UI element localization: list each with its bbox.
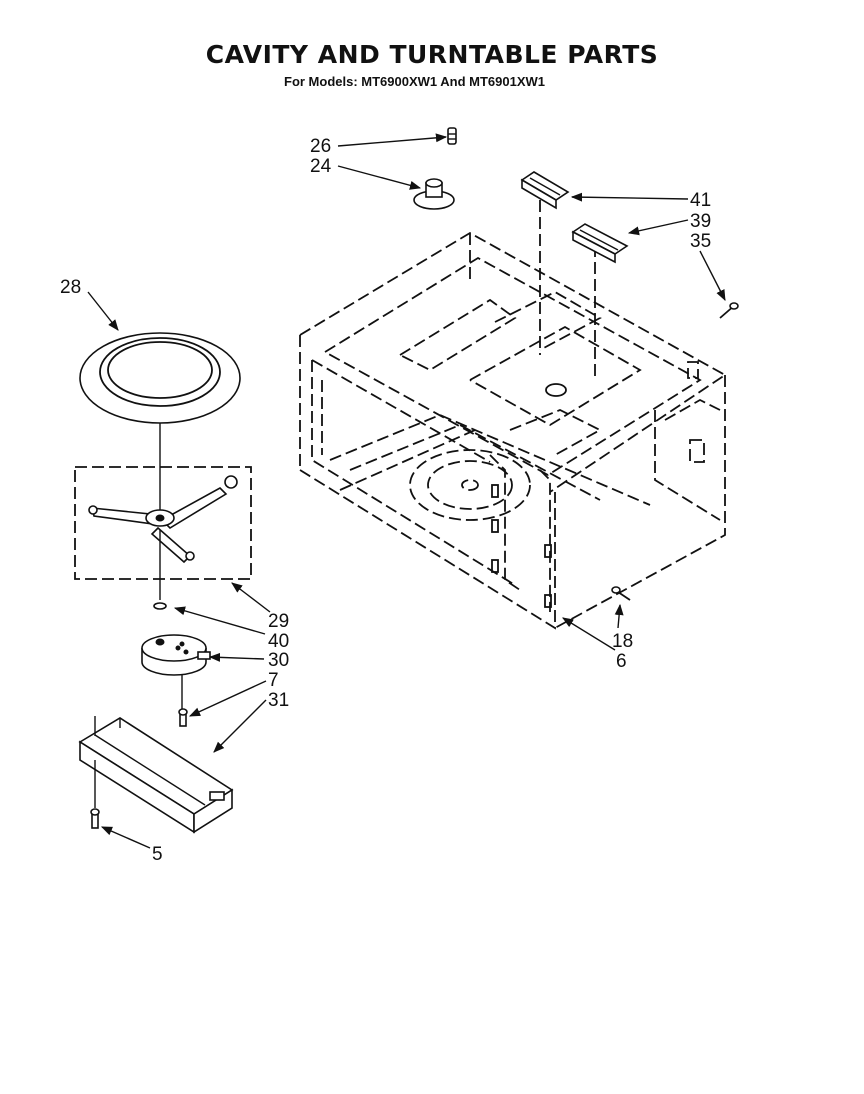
callout-18: 18 bbox=[612, 631, 633, 652]
callout-40: 40 bbox=[268, 631, 289, 652]
callout-30: 30 bbox=[268, 650, 289, 671]
callout-39: 39 bbox=[690, 211, 711, 232]
motor-bracket bbox=[78, 716, 234, 834]
callout-6: 6 bbox=[616, 651, 627, 672]
callout-7: 7 bbox=[268, 670, 279, 691]
roller-guide-box bbox=[74, 466, 252, 580]
screw-5 bbox=[90, 808, 100, 829]
turntable-glass bbox=[79, 332, 241, 510]
screw-7 bbox=[178, 708, 188, 727]
page-subtitle: For Models: MT6900XW1 And MT6901XW1 bbox=[284, 74, 546, 89]
turntable-motor bbox=[141, 634, 211, 710]
callout-28: 28 bbox=[60, 277, 81, 298]
callout-5: 5 bbox=[152, 844, 163, 865]
vent-grilles bbox=[520, 171, 629, 264]
washer-40 bbox=[153, 602, 167, 610]
thermostat-part bbox=[413, 127, 457, 210]
callout-35: 35 bbox=[690, 231, 711, 252]
screw-35 bbox=[719, 302, 739, 319]
screw-18 bbox=[611, 586, 631, 601]
callout-24: 24 bbox=[310, 156, 332, 177]
callout-31: 31 bbox=[268, 690, 289, 711]
leader-lines bbox=[87, 133, 726, 849]
callout-29: 29 bbox=[268, 611, 289, 632]
cavity-drawing bbox=[299, 200, 727, 630]
callout-26: 26 bbox=[310, 136, 331, 157]
callout-41: 41 bbox=[690, 190, 711, 211]
page-title: CAVITY AND TURNTABLE PARTS bbox=[205, 40, 659, 69]
roller-guide bbox=[88, 475, 238, 600]
